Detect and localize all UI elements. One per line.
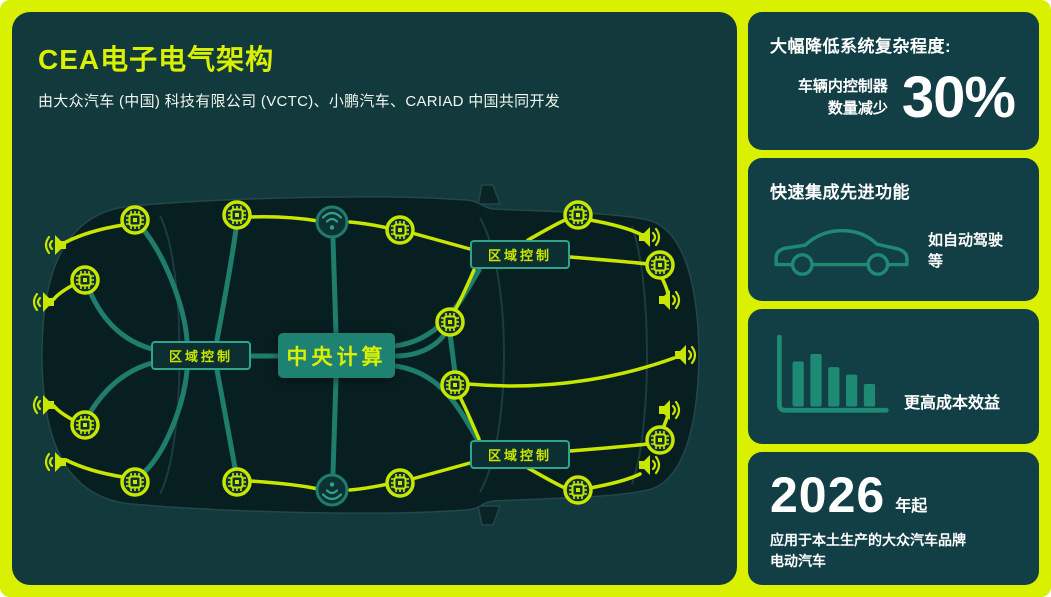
ecu-node-icon <box>222 467 252 497</box>
zone-control-box-bottom-right: 区域控制 <box>470 440 570 469</box>
ecu-node-icon <box>385 215 415 245</box>
page-subtitle: 由大众汽车 (中国) 科技有限公司 (VCTC)、小鹏汽车、CARIAD 中国共… <box>38 93 561 110</box>
car-outline-icon <box>774 228 909 276</box>
stat-card-complexity: 大幅降低系统复杂程度: 车辆内控制器 数量减少 30% <box>748 12 1039 150</box>
zone-control-label: 区域控制 <box>487 248 552 263</box>
ecu-node-icon <box>645 425 675 455</box>
central-compute-box: 中央计算 <box>278 333 395 378</box>
zone-control-box-top-right: 区域控制 <box>470 240 570 269</box>
timeline-year-suffix: 年起 <box>895 497 928 515</box>
harness-lime-lines <box>52 215 676 492</box>
complexity-label: 车辆内控制器 数量减少 <box>797 78 888 117</box>
ecu-node-icon <box>70 265 100 295</box>
ecu-node-icon <box>645 250 675 280</box>
features-heading: 快速集成先进功能 <box>770 183 910 202</box>
features-caption: 如自动驾驶等 <box>928 232 1004 270</box>
timeline-year: 2026 <box>770 467 886 523</box>
architecture-panel: CEA电子电气架构 由大众汽车 (中国) 科技有限公司 (VCTC)、小鹏汽车、… <box>12 12 737 585</box>
cost-caption: 更高成本效益 <box>904 395 1001 412</box>
ecu-node-icon <box>435 307 465 337</box>
ecu-node-icon <box>70 410 100 440</box>
complexity-stat-row: 车辆内控制器 数量减少 30% <box>770 69 1017 127</box>
zone-control-label: 区域控制 <box>487 448 552 463</box>
complexity-heading: 大幅降低系统复杂程度: <box>770 37 952 56</box>
ecu-node-icon <box>222 200 252 230</box>
cost-row: 更高成本效益 <box>770 329 1017 423</box>
wireless-icon-bottom <box>315 473 349 507</box>
stat-card-timeline: 2026 年起 应用于本土生产的大众汽车品牌 电动汽车 <box>748 452 1039 585</box>
zone-control-box-left: 区域控制 <box>151 341 251 370</box>
ecu-node-icon <box>120 205 150 235</box>
central-compute-label: 中央计算 <box>286 345 387 369</box>
ecu-node-icon <box>563 475 593 505</box>
zone-control-label: 区域控制 <box>168 349 233 364</box>
timeline-year-row: 2026 年起 <box>770 467 1017 523</box>
ecu-node-icon <box>120 467 150 497</box>
complexity-value: 30% <box>901 65 1016 130</box>
stat-card-features: 快速集成先进功能 如自动驾驶等 <box>748 158 1039 301</box>
bar-chart-icon <box>777 334 889 413</box>
ecu-node-icon <box>563 200 593 230</box>
page-title: CEA电子电气架构 <box>38 44 275 75</box>
ecu-node-icon <box>385 468 415 498</box>
timeline-caption: 应用于本土生产的大众汽车品牌 电动汽车 <box>770 531 966 569</box>
ecu-node-icon <box>440 370 470 400</box>
wireless-icon-top <box>315 205 349 239</box>
stat-card-cost: 更高成本效益 <box>748 309 1039 444</box>
features-row: 如自动驾驶等 <box>770 219 1017 281</box>
